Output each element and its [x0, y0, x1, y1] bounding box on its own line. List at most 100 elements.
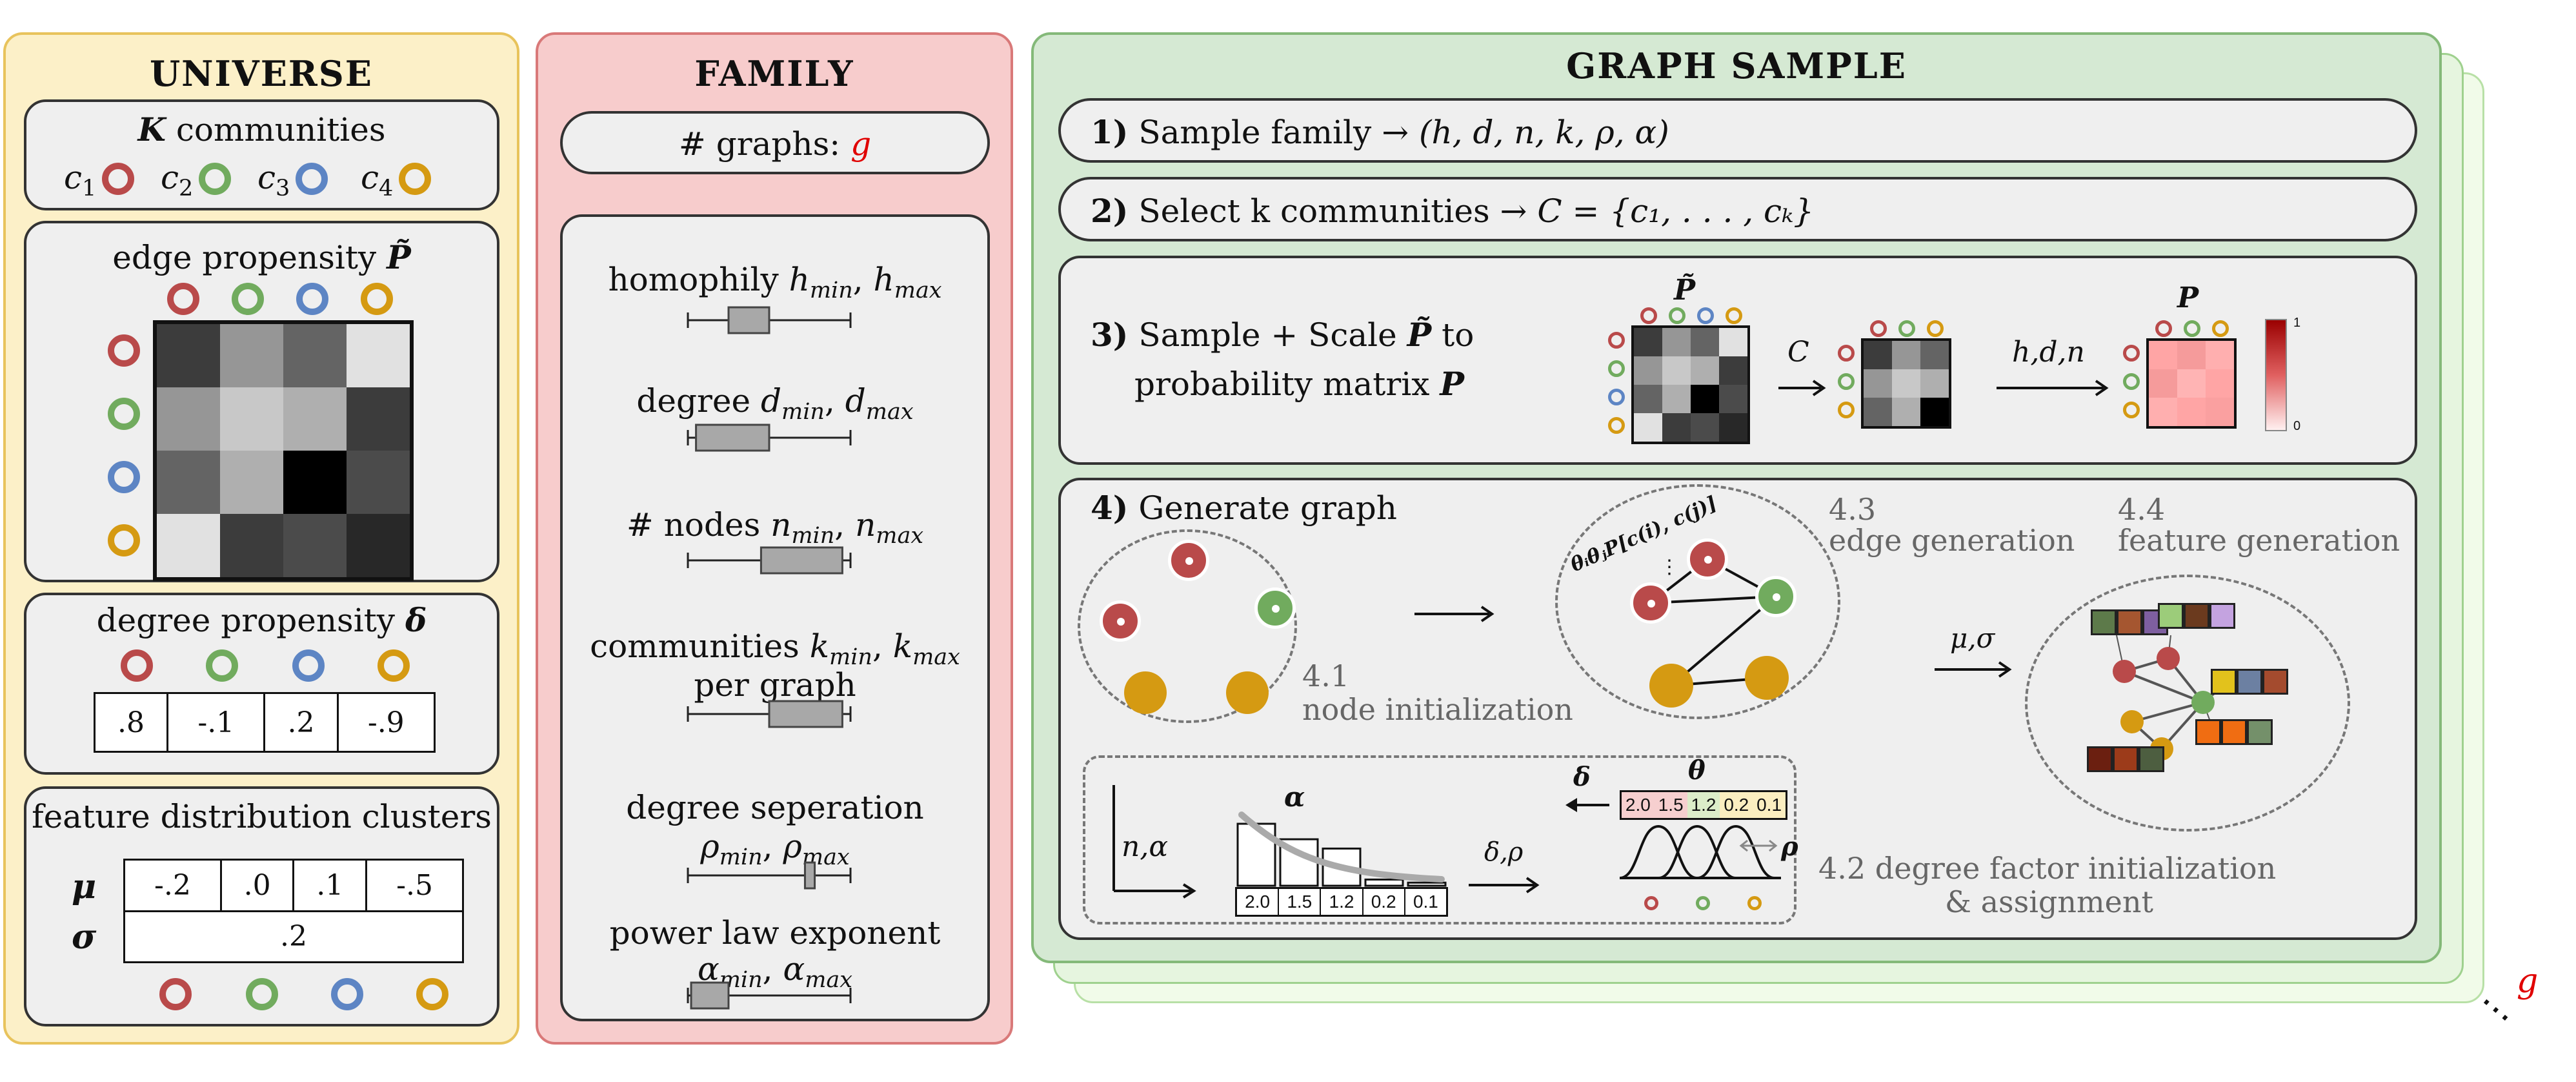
range-box [803, 861, 816, 890]
n42-label-line2: & assignment [1945, 884, 2153, 919]
fc-c3-icon [331, 978, 363, 1010]
matrix-cell [347, 451, 410, 514]
fc-c1-icon [159, 978, 192, 1010]
matrix-cell [220, 387, 283, 451]
row-c2-icon [108, 398, 140, 430]
node-c1-icon [1168, 540, 1209, 581]
dp-c1-icon [121, 649, 153, 682]
delta-rho-label: δ,ρ [1484, 837, 1524, 867]
matrix-cell [1719, 385, 1747, 413]
feature-cell [2158, 603, 2184, 629]
col-c4-icon [361, 283, 393, 315]
deg-c2-icon [1696, 896, 1710, 910]
selected-matrix [1861, 338, 1951, 429]
alpha-value: 1.5 [1279, 889, 1322, 915]
theta-values-row: 2.0 1.5 1.2 0.2 0.1 [1620, 790, 1787, 820]
col-c3-icon [296, 283, 328, 315]
m3-col-c1-icon [2155, 320, 2172, 337]
rho-label: ρ [1781, 832, 1798, 862]
theta-label: θ [1688, 755, 1706, 786]
matrix-cell [1920, 369, 1949, 398]
fg-node-c1b-icon [2157, 647, 2180, 670]
edge-formula-dots: ⋮ [1660, 556, 1679, 578]
m2-row-c4-icon [1838, 402, 1855, 418]
dp-value: -.9 [336, 692, 436, 753]
matrix-cell [1691, 328, 1719, 356]
m2-col-c2-icon [1898, 320, 1915, 337]
feature-cluster-table: -.2 .0 .1 -.5 .2 [123, 859, 464, 963]
matrix-cell [283, 387, 347, 451]
m1-col-c3-icon [1697, 307, 1714, 324]
step1-number: 1) [1091, 113, 1129, 151]
family-panel: FAMILY # graphs: g homophily hmin, hmax … [536, 32, 1013, 1045]
matrix-cell [2149, 369, 2177, 398]
step2-label: Select k communities [1138, 192, 1490, 230]
fg-node-c2-icon [2191, 691, 2215, 714]
arrow2-label: h,d,n [2012, 336, 2085, 369]
nodes-label: # nodes [626, 506, 761, 544]
row-c1-icon [108, 334, 140, 367]
feature-cell [2113, 746, 2138, 772]
feature-clusters-label: feature distribution clusters [32, 798, 492, 835]
feature-cell [2237, 669, 2262, 695]
m2-row-c1-icon [1838, 345, 1855, 362]
matrix-cell [157, 324, 220, 387]
matrix-cell [220, 514, 283, 577]
theta-value: 1.5 [1654, 792, 1687, 818]
feature-gen-region [2025, 575, 2350, 832]
fg-node-c4-icon [2120, 710, 2144, 733]
matrix-cell [220, 451, 283, 514]
dp-value: .2 [263, 692, 339, 753]
range-bars [687, 306, 852, 1010]
step1-tuple: → (h, d, n, k, ρ, α) [1382, 114, 1669, 151]
matrix-cell [1634, 385, 1662, 413]
m3-row-c4-icon [2123, 402, 2140, 418]
power-law-label: power law exponent [609, 914, 941, 952]
matrix-cell [157, 387, 220, 451]
universe-panel: UNIVERSE K communities c1 c2 c3 c4 edge … [3, 32, 519, 1045]
degree-propensity-table: .8 -.1 .2 -.9 [93, 692, 436, 753]
matrix-cell [2177, 369, 2206, 398]
colorbar [2265, 319, 2287, 431]
feature-cell [2091, 609, 2117, 635]
theta-value: 1.2 [1687, 792, 1720, 818]
colorbar-min: 0 [2293, 419, 2301, 433]
step1-box: 1) Sample family → (h, d, n, k, ρ, α) [1058, 98, 2417, 163]
arrow1-label: C [1787, 336, 1809, 369]
eg-node-c1-icon [1687, 538, 1728, 580]
theta-value: 0.2 [1720, 792, 1753, 818]
feature-cell [2209, 603, 2235, 629]
degree-label: degree [636, 382, 751, 420]
mat3-label: P [2177, 281, 2199, 314]
range-box [768, 700, 843, 728]
eg-node-c2-icon [1755, 576, 1796, 617]
matrix-cell [1864, 341, 1892, 369]
n41-number: 4.1 [1302, 658, 1350, 693]
alpha-histogram [1236, 812, 1447, 887]
step3-box: 3) Sample + Scale P̃ to probability matr… [1058, 256, 2417, 465]
alpha-bar [1236, 822, 1276, 887]
matrix-cell [1691, 356, 1719, 385]
matrix-cell [1634, 356, 1662, 385]
matrix-cell [2206, 398, 2234, 426]
community-c1-label: c [64, 159, 83, 196]
m1-row-c4-icon [1608, 417, 1625, 434]
m1-col-c4-icon [1726, 307, 1742, 324]
arrow-edge-to-feature-icon [1935, 661, 2012, 678]
feature-cell [2184, 603, 2209, 629]
sigma-symbol: σ [72, 917, 97, 957]
matrix-cell [1920, 341, 1949, 369]
community-c3-label: c [257, 159, 276, 196]
alpha-value: 0.2 [1363, 889, 1405, 915]
feature-cell [2087, 746, 2113, 772]
matrix-cell [220, 324, 283, 387]
eg-node-c4-icon [1649, 664, 1693, 708]
step4-box: 4) Generate graph 4.1 node initializatio… [1058, 478, 2417, 940]
m3-row-c1-icon [2123, 345, 2140, 362]
matrix-cell [2206, 369, 2234, 398]
node-c1b-icon [1100, 600, 1141, 642]
m2-col-c4-icon [1927, 320, 1944, 337]
degree-factor-region [1083, 755, 1796, 924]
communities-range-label: communities [590, 628, 800, 665]
m2-col-c1-icon [1870, 320, 1887, 337]
